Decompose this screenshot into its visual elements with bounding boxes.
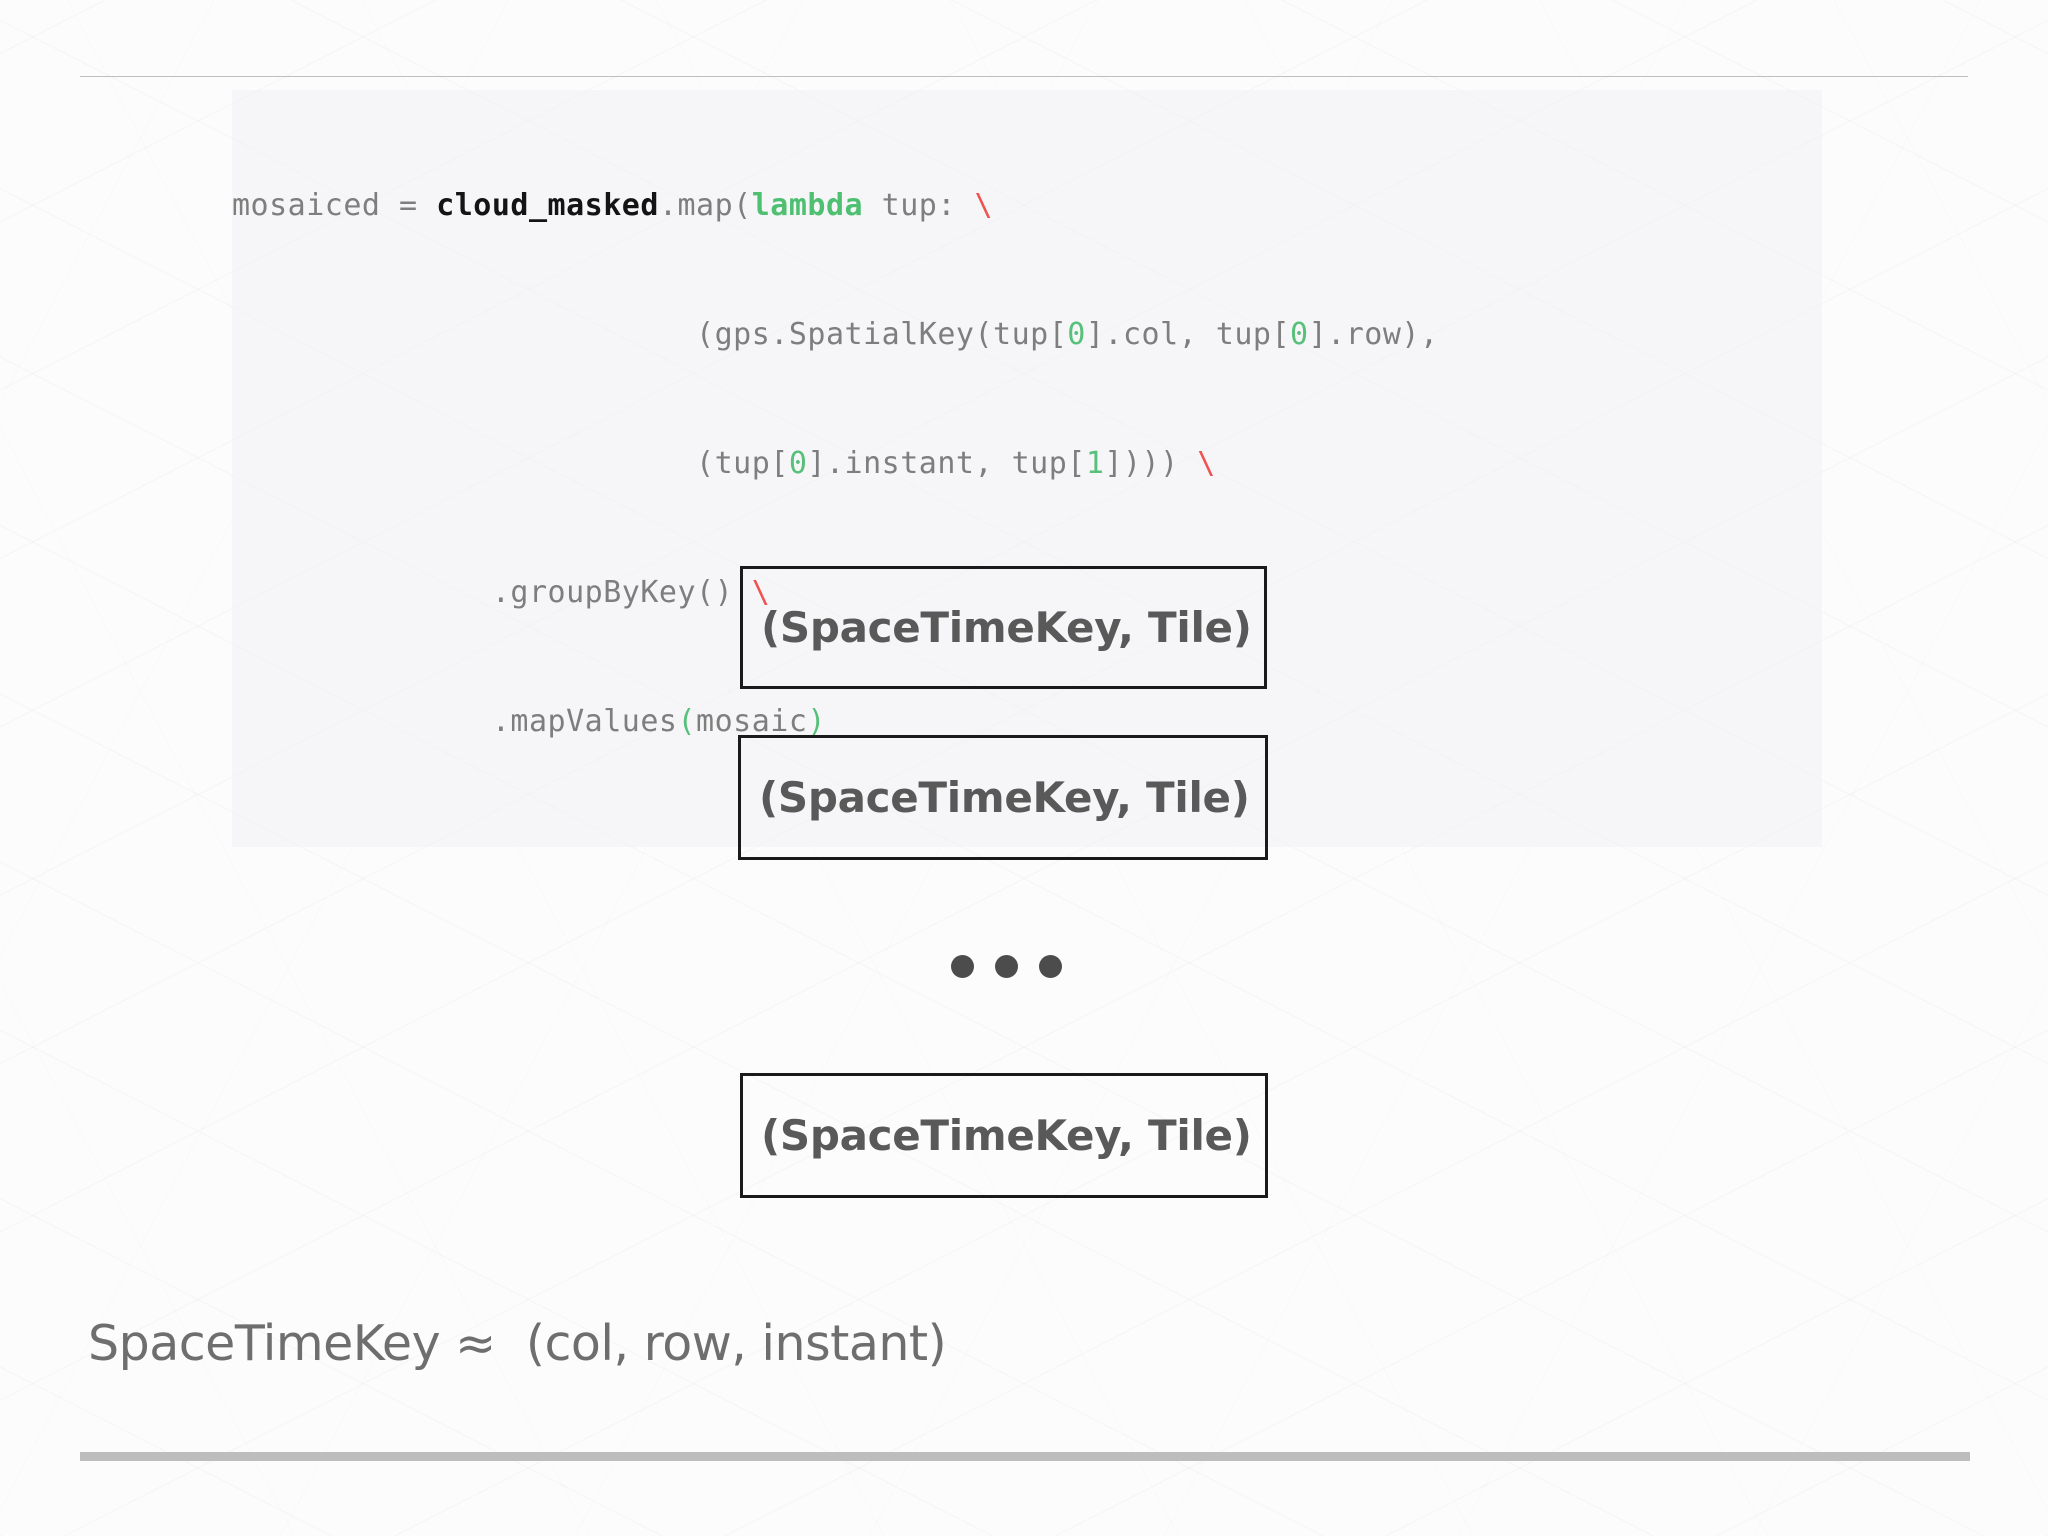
- code-token-plain: .groupByKey(): [232, 575, 752, 610]
- code-token-plain: .mapValues: [232, 704, 678, 739]
- code-token-plain: (gps.SpatialKey(tup[: [232, 317, 1068, 352]
- code-token-plain: mosaiced =: [232, 188, 437, 223]
- box-label: (SpaceTimeKey, Tile): [759, 773, 1250, 822]
- spacetimekey-definition-caption: SpaceTimeKey ≈ (col, row, instant): [88, 1315, 947, 1372]
- box-label: (SpaceTimeKey, Tile): [761, 603, 1252, 652]
- spacetimekey-tile-box-3: (SpaceTimeKey, Tile): [740, 1073, 1268, 1198]
- code-token-bold: cloud_masked: [436, 188, 659, 223]
- code-token-cont: \: [1197, 446, 1216, 481]
- code-token-num: 1: [1085, 446, 1105, 481]
- code-token-cont: \: [751, 575, 771, 610]
- code-token-plain: mosaic: [696, 704, 808, 739]
- spacetimekey-tile-box-2: (SpaceTimeKey, Tile): [738, 735, 1268, 860]
- code-token-paren: ): [807, 704, 826, 739]
- code-token-kw: lambda: [751, 188, 864, 223]
- code-token-paren: (: [677, 704, 697, 739]
- code-token-plain: ].instant, tup[: [807, 446, 1086, 481]
- ellipsis-dot: [1039, 955, 1062, 978]
- code-line-2: (gps.SpatialKey(tup[0].col, tup[0].row),: [232, 313, 1822, 356]
- code-line-5: .mapValues(mosaic): [232, 700, 1822, 743]
- ellipsis-dot: [995, 955, 1018, 978]
- code-line-3: (tup[0].instant, tup[1]))) \: [232, 442, 1822, 485]
- code-token-plain: .map(: [658, 188, 752, 223]
- code-token-num: 0: [788, 446, 808, 481]
- ellipsis-dots: [951, 955, 1062, 978]
- code-token-plain: ].col, tup[: [1085, 317, 1291, 352]
- code-token-cont: \: [974, 188, 994, 223]
- code-token-plain: ]))): [1104, 446, 1198, 481]
- box-label: (SpaceTimeKey, Tile): [761, 1111, 1252, 1160]
- code-token-plain: tup:: [863, 188, 975, 223]
- spacetimekey-tile-box-1: (SpaceTimeKey, Tile): [740, 566, 1267, 689]
- code-token-num: 0: [1067, 317, 1086, 352]
- bottom-divider-rule: [80, 1452, 1970, 1461]
- code-token-plain: ].row),: [1308, 317, 1439, 352]
- code-token-plain: (tup[: [232, 446, 789, 481]
- code-line-4: .groupByKey() \: [232, 571, 1822, 614]
- code-block: mosaiced = cloud_masked.map(lambda tup: …: [232, 90, 1822, 847]
- ellipsis-dot: [951, 955, 974, 978]
- code-token-num: 0: [1290, 317, 1309, 352]
- code-line-1: mosaiced = cloud_masked.map(lambda tup: …: [232, 184, 1822, 227]
- top-divider-rule: [80, 76, 1968, 77]
